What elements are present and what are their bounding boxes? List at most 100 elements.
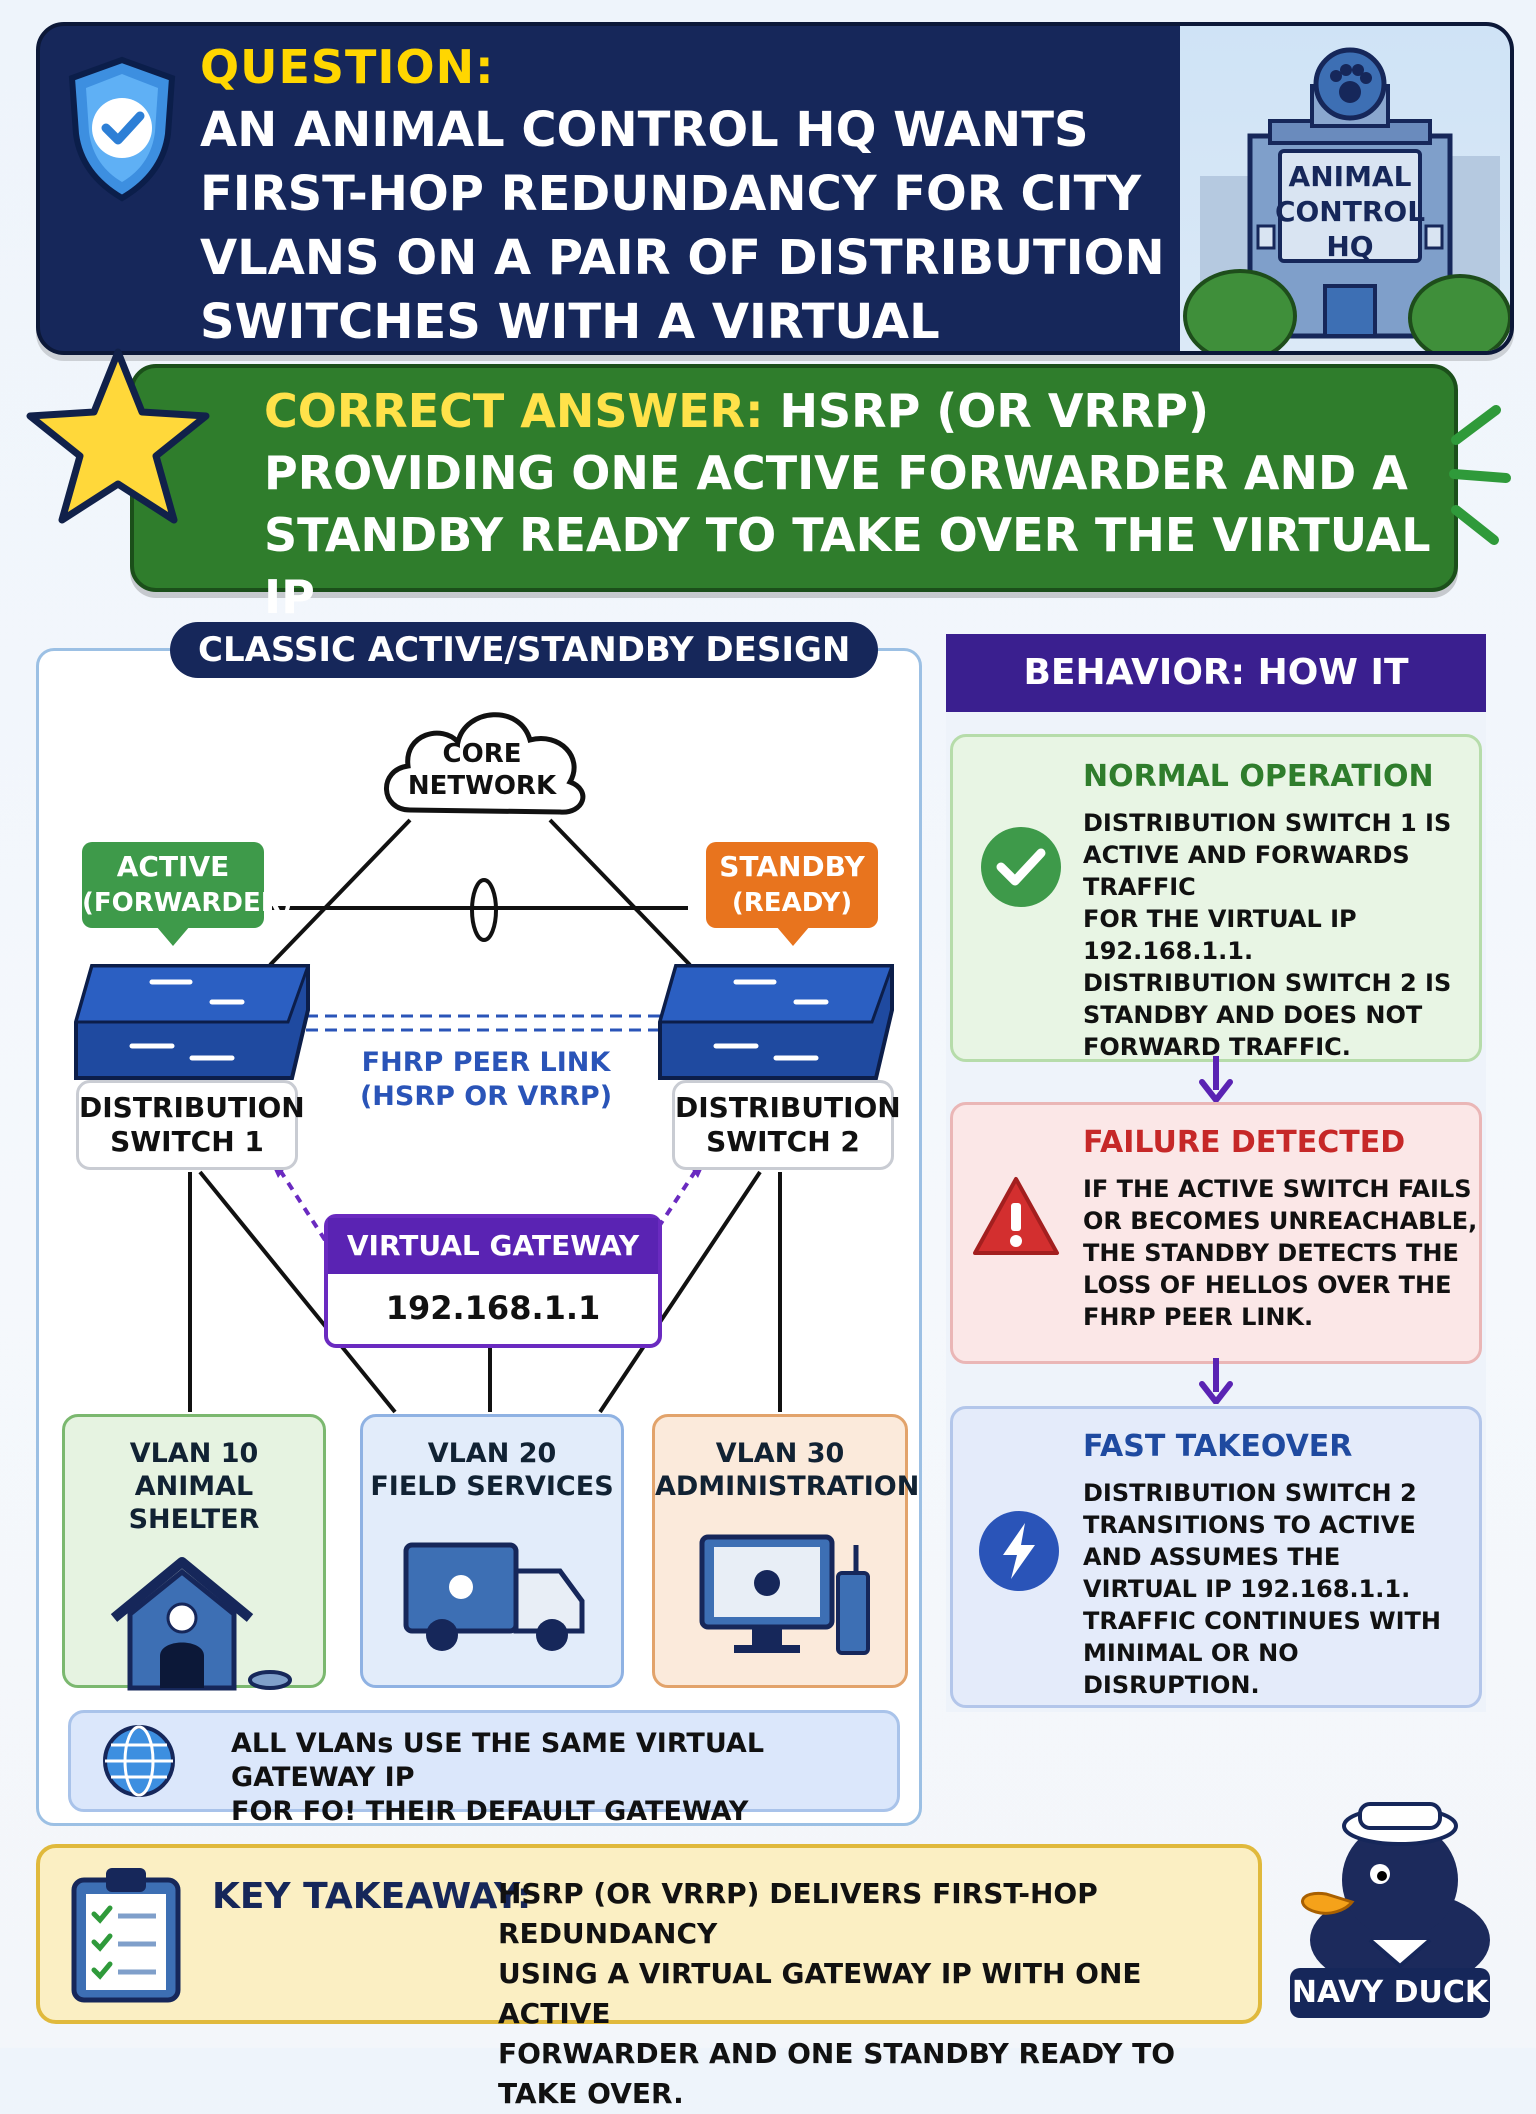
- switch1-label-line1: DISTRIBUTION: [79, 1091, 305, 1124]
- check-circle-icon: [981, 827, 1061, 907]
- normal-line1: DISTRIBUTION SWITCH 1 IS: [1083, 809, 1452, 837]
- answer-banner: CORRECT ANSWER: HSRP (OR VRRP) PROVIDING…: [130, 364, 1458, 624]
- active-tag-line1: ACTIVE: [116, 850, 230, 883]
- virtual-gateway-title: VIRTUAL GATEWAY IP: [328, 1218, 658, 1318]
- doghouse-icon: [110, 1557, 292, 1691]
- standby-tag: STANDBY (READY): [706, 842, 878, 928]
- hq-sign-line2: CONTROL: [1275, 195, 1425, 228]
- normal-line4: 192.168.1.1.: [1083, 937, 1254, 965]
- duck-mascot-icon: [1301, 1802, 1490, 1980]
- takeover-line6: MINIMAL OR NO DISRUPTION.: [1083, 1639, 1299, 1699]
- active-tag: ACTIVE (FORWARDER): [82, 842, 293, 928]
- standby-tag-line2: (READY): [731, 888, 853, 918]
- takeover-line2: TRANSITIONS TO ACTIVE: [1083, 1511, 1416, 1539]
- takeaway-line3: FORWARDER AND ONE STANDBY READY TO TAKE …: [498, 2037, 1175, 2110]
- peer-link-label: FHRP PEER LINK (HSRP OR VRRP): [336, 1046, 636, 1114]
- clipboard-checklist-icon: [71, 1868, 181, 2003]
- takeaway-text: HSRP (OR VRRP) DELIVERS FIRST-HOP REDUND…: [498, 1874, 1238, 2114]
- normal-line2: ACTIVE AND FORWARDS TRAFFIC: [1083, 841, 1410, 901]
- cloud-icon: CORE NETWORK: [384, 712, 586, 815]
- building-icon: ANIMAL CONTROL HQ: [1183, 47, 1510, 351]
- failure-detected-card: FAILURE DETECTED IF THE ACTIVE SWITCH FA…: [950, 1102, 1482, 1364]
- core-label-line1: CORE: [443, 739, 522, 769]
- failure-line1: IF THE ACTIVE SWITCH FAILS: [1083, 1175, 1472, 1203]
- peer-link-line2: (HSRP OR VRRP): [359, 1081, 613, 1112]
- peer-link-line1: FHRP PEER LINK: [361, 1047, 611, 1078]
- takeover-line5: TRAFFIC CONTINUES WITH: [1083, 1607, 1441, 1635]
- hq-sign-line3: HQ: [1326, 230, 1373, 263]
- active-tag-pointer: [156, 926, 190, 946]
- failure-detected-body: IF THE ACTIVE SWITCH FAILS OR BECOMES UN…: [1083, 1173, 1477, 1333]
- virtual-gateway-ip: 192.168.1.1: [385, 1289, 601, 1327]
- all-vlans-line2: FOR FO! THEIR DEFAULT GATEWAY: [231, 1796, 749, 1827]
- vlan30-box: VLAN 30 ADMINISTRATION: [652, 1414, 920, 1688]
- switch2-icon: [658, 964, 895, 1080]
- takeaway-line2: USING A VIRTUAL GATEWAY IP WITH ONE ACTI…: [498, 1957, 1142, 2030]
- question-text: AN ANIMAL CONTROL HQ WANTS FIRST-HOP RED…: [200, 102, 1165, 350]
- all-vlans-note: ALL VLANs USE THE SAME VIRTUAL GATEWAY I…: [68, 1710, 900, 1827]
- normal-line7: FORWARD TRAFFIC.: [1083, 1033, 1351, 1061]
- vlan10-name: ANIMAL SHELTER: [128, 1471, 260, 1535]
- vlan20-id: VLAN 20: [427, 1438, 557, 1469]
- switch1-label: DISTRIBUTION SWITCH 1: [76, 1080, 305, 1170]
- fast-takeover-card: FAST TAKEOVER DISTRIBUTION SWITCH 2 TRAN…: [950, 1406, 1482, 1708]
- failure-line3: THE STANDBY DETECTS THE: [1083, 1239, 1459, 1267]
- normal-line6: STANDBY AND DOES NOT: [1083, 1001, 1423, 1029]
- sparkle-lines-icon: [1449, 405, 1511, 545]
- arrow-down-icon: [1199, 1056, 1233, 1102]
- truck-icon: [403, 1542, 585, 1651]
- switch1-icon: [74, 964, 311, 1080]
- all-vlans-line1: ALL VLANs USE THE SAME VIRTUAL GATEWAY I…: [231, 1728, 765, 1793]
- topology-lines: [188, 818, 782, 1414]
- takeover-line1: DISTRIBUTION SWITCH 2: [1083, 1479, 1417, 1507]
- design-title: CLASSIC ACTIVE/STANDBY DESIGN: [170, 622, 879, 678]
- switch2-label: DISTRIBUTION SWITCH 2: [672, 1080, 901, 1170]
- normal-line5: DISTRIBUTION SWITCH 2 IS: [1083, 969, 1452, 997]
- vlan10-id: VLAN 10: [129, 1438, 259, 1469]
- computer-radio-icon: [699, 1534, 870, 1655]
- arrow-down-icon: [1199, 1358, 1233, 1404]
- switch2-label-line2: SWITCH 2: [706, 1125, 860, 1158]
- failure-line2: OR BECOMES UNREACHABLE,: [1083, 1207, 1478, 1235]
- vlan20-name: FIELD SERVICES: [370, 1471, 614, 1502]
- vlan10-box: VLAN 10 ANIMAL SHELTER: [62, 1414, 326, 1691]
- takeaway-line1: HSRP (OR VRRP) DELIVERS FIRST-HOP REDUND…: [498, 1877, 1098, 1950]
- hq-illustration: ANIMAL CONTROL HQ: [1180, 26, 1510, 351]
- mascot-label: NAVY DUCK: [1290, 1968, 1490, 2018]
- lightning-icon: [979, 1511, 1059, 1591]
- core-label-line2: NETWORK: [408, 771, 557, 801]
- switch2-label-line1: DISTRIBUTION: [675, 1091, 901, 1124]
- vlan20-box: VLAN 20 FIELD SERVICES: [360, 1414, 624, 1688]
- key-takeaway-box: KEY TAKEAWAY: HSRP (OR VRRP) DELIVERS FI…: [36, 1844, 1262, 2110]
- question-label: QUESTION:: [200, 40, 495, 94]
- fast-takeover-body: DISTRIBUTION SWITCH 2 TRANSITIONS TO ACT…: [1083, 1477, 1479, 1701]
- globe-icon: [103, 1725, 175, 1797]
- warning-icon: [973, 1177, 1059, 1255]
- normal-operation-body: DISTRIBUTION SWITCH 1 IS ACTIVE AND FORW…: [1083, 807, 1479, 1063]
- normal-operation-card: NORMAL OPERATION DISTRIBUTION SWITCH 1 I…: [950, 734, 1482, 1062]
- fast-takeover-title: FAST TAKEOVER: [1083, 1429, 1353, 1464]
- answer-body: HSRP (OR VRRP) PROVIDING ONE ACTIVE FORW…: [264, 384, 1431, 624]
- hq-sign-line1: ANIMAL: [1289, 160, 1412, 193]
- standby-tag-pointer: [776, 926, 810, 946]
- vlan30-id: VLAN 30: [715, 1438, 845, 1469]
- takeover-line3: AND ASSUMES THE: [1083, 1543, 1341, 1571]
- failure-detected-title: FAILURE DETECTED: [1083, 1125, 1406, 1160]
- answer-label: CORRECT ANSWER:: [264, 384, 764, 438]
- switch1-label-line2: SWITCH 1: [110, 1125, 264, 1158]
- standby-tag-line1: STANDBY: [719, 850, 865, 883]
- normal-operation-title: NORMAL OPERATION: [1083, 759, 1434, 794]
- takeaway-label: KEY TAKEAWAY:: [212, 1876, 532, 1917]
- failure-line5: FHRP PEER LINK.: [1083, 1303, 1314, 1331]
- star-icon: [26, 348, 210, 524]
- answer-text: CORRECT ANSWER: HSRP (OR VRRP) PROVIDING…: [264, 380, 1434, 628]
- vlan30-name: ADMINISTRATION: [655, 1471, 920, 1502]
- failure-line4: LOSS OF HELLOS OVER THE: [1083, 1271, 1452, 1299]
- shield-check-icon: [68, 56, 176, 202]
- question-banner: QUESTION: AN ANIMAL CONTROL HQ WANTS FIR…: [36, 22, 1514, 355]
- takeover-line4: VIRTUAL IP 192.168.1.1.: [1083, 1575, 1411, 1603]
- all-vlans-text: ALL VLANs USE THE SAME VIRTUAL GATEWAY I…: [231, 1727, 897, 1829]
- normal-line3: FOR THE VIRTUAL IP: [1083, 905, 1357, 933]
- behavior-title: BEHAVIOR: HOW IT WORKS: [946, 634, 1486, 771]
- virtual-gateway-box: VIRTUAL GATEWAY IP 192.168.1.1: [324, 1214, 662, 1348]
